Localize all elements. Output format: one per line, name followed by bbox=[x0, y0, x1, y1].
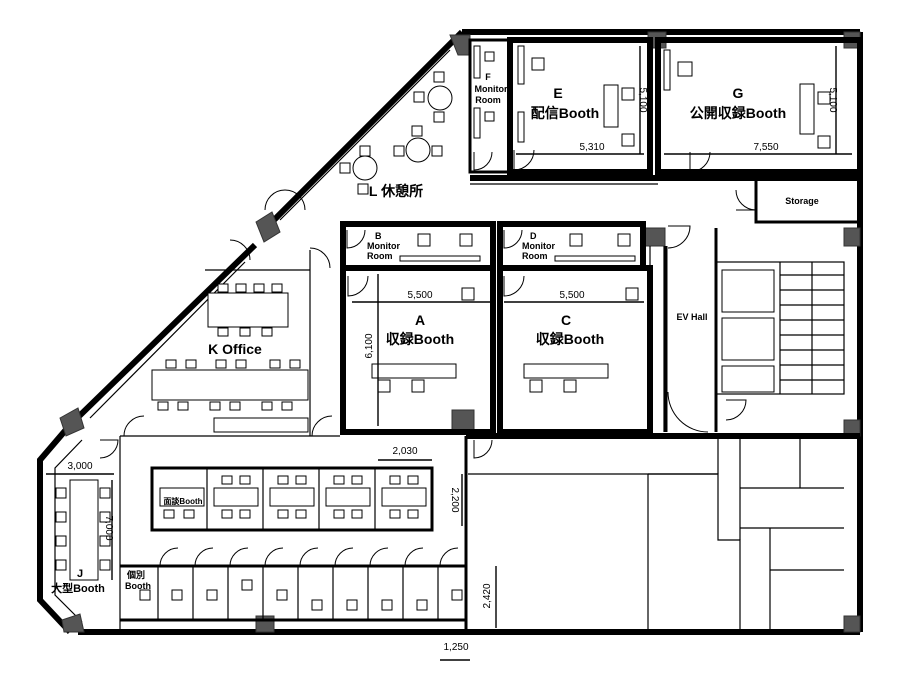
monitor-room-b: B Monitor Room bbox=[346, 229, 481, 262]
dim-a-height: 6,100 bbox=[364, 333, 375, 358]
individual-line1: 個別 bbox=[126, 569, 145, 580]
monitor-b-line1: Monitor bbox=[367, 241, 400, 251]
ev-hall-label: EV Hall bbox=[676, 312, 707, 322]
dim-j-width: 3,000 bbox=[67, 461, 92, 472]
office-k: K Office bbox=[120, 247, 340, 437]
monitor-room-d: D Monitor Room bbox=[503, 229, 636, 262]
individual-line2: Booth bbox=[125, 581, 151, 591]
booth-e: E 配信Booth bbox=[513, 45, 635, 171]
monitor-d-line1: Monitor bbox=[522, 241, 555, 251]
interview-label: 面談Booth bbox=[163, 496, 202, 506]
middle-block bbox=[340, 221, 665, 435]
booth-c-letter: C bbox=[561, 312, 571, 328]
stairs bbox=[779, 262, 844, 394]
office-k-label: K Office bbox=[208, 341, 262, 357]
booth-g-name: 公開収録Booth bbox=[690, 105, 786, 121]
monitor-d-letter: D bbox=[530, 231, 537, 241]
monitor-f-line1: Monitor bbox=[475, 84, 508, 94]
lounge-l: L 休憩所 bbox=[229, 71, 453, 261]
dimension-lines: 5,310 5,100 7,550 5,100 5,500 5,500 6,10… bbox=[46, 46, 852, 661]
storage-label: Storage bbox=[785, 196, 819, 206]
booth-g: G 公開収録Booth bbox=[663, 49, 831, 173]
monitor-f-letter: F bbox=[485, 72, 491, 82]
booth-e-name: 配信Booth bbox=[531, 105, 599, 121]
dim-interview-height: 2,200 bbox=[449, 487, 460, 512]
dim-a-width: 5,500 bbox=[407, 290, 432, 301]
booth-j: J 大型Booth bbox=[51, 439, 119, 595]
booth-e-letter: E bbox=[553, 85, 562, 101]
monitor-b-letter: B bbox=[375, 231, 382, 241]
dim-e-height: 5,100 bbox=[637, 87, 648, 112]
lounge-label: L 休憩所 bbox=[369, 183, 423, 199]
interview-area: 面談Booth bbox=[119, 436, 468, 632]
booth-j-letter: J bbox=[77, 568, 83, 580]
monitor-d-line2: Room bbox=[522, 251, 548, 261]
dim-individual-width: 1,250 bbox=[443, 642, 468, 653]
dim-c-width: 5,500 bbox=[559, 290, 584, 301]
booth-c-name: 収録Booth bbox=[536, 331, 604, 347]
individual-booths: 個別 Booth bbox=[120, 547, 466, 622]
dim-individual-height: 2,420 bbox=[482, 583, 493, 608]
lower-right-rooms bbox=[466, 433, 860, 632]
storage-room: Storage bbox=[735, 176, 862, 224]
booth-a-letter: A bbox=[415, 312, 425, 328]
dim-j-height: 7,000 bbox=[103, 515, 114, 540]
dim-g-height: 5,100 bbox=[827, 87, 838, 112]
ev-hall: EV Hall bbox=[664, 225, 845, 433]
monitor-f-line2: Room bbox=[475, 95, 501, 105]
monitor-b-line2: Room bbox=[367, 251, 393, 261]
booth-g-letter: G bbox=[733, 85, 744, 101]
dim-interview-width: 2,030 bbox=[392, 446, 417, 457]
booth-a-name: 収録Booth bbox=[386, 331, 454, 347]
booth-j-name: 大型Booth bbox=[51, 581, 105, 595]
dim-g-width: 7,550 bbox=[753, 142, 778, 153]
monitor-room-f: F Monitor Room bbox=[473, 45, 508, 171]
booth-a: A 収録Booth bbox=[347, 275, 475, 393]
dim-e-width: 5,310 bbox=[579, 142, 604, 153]
booth-c: C 収録Booth bbox=[503, 275, 639, 393]
